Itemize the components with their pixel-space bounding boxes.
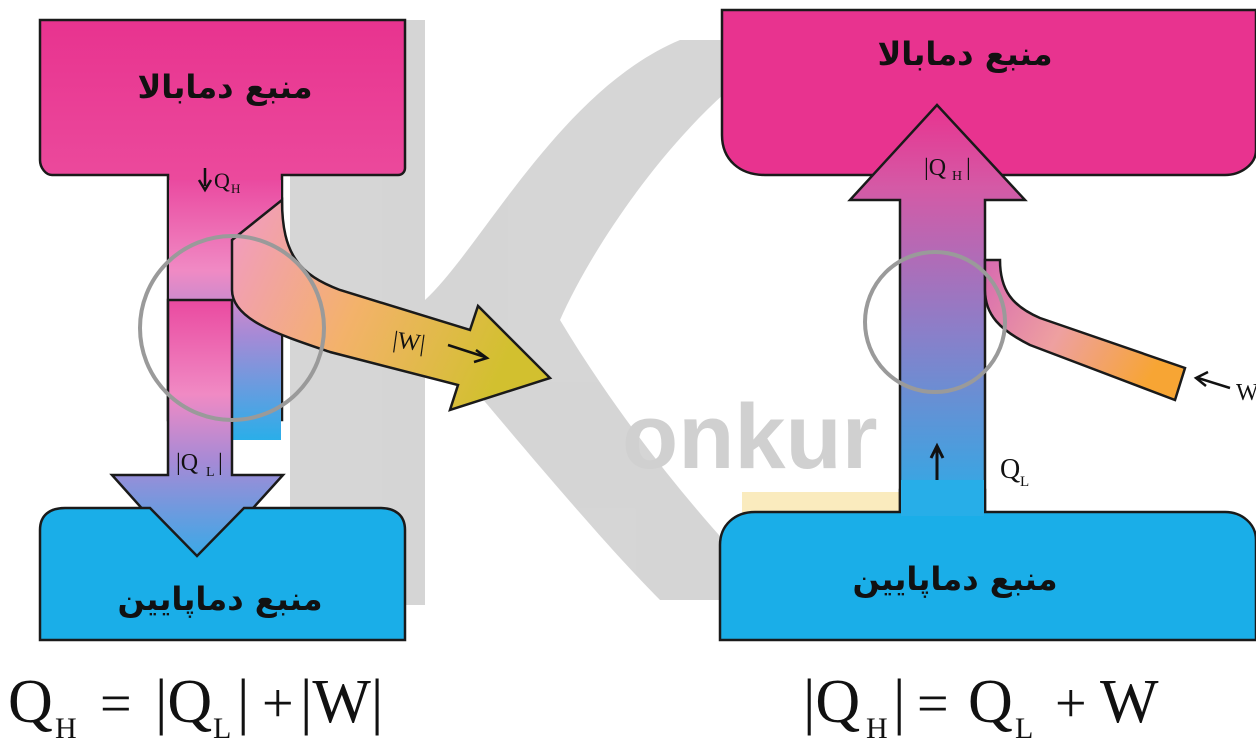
engine-equation: Q H = |Q L | + |W|	[8, 668, 383, 745]
engine-eq-lhs-sub: H	[55, 712, 77, 745]
fridge-cold-reservoir	[718, 488, 1256, 642]
fridge-eq-equals: =	[917, 673, 949, 735]
fridge-cold-reservoir-label: منبع دماپایین	[852, 560, 1057, 598]
engine-ql-text: |Q	[176, 450, 198, 476]
fridge-eq-lhs-sub: H	[866, 712, 888, 745]
watermark-k-leg	[425, 40, 800, 600]
engine-qh-down-arrow-icon	[197, 168, 213, 193]
engine-cold-reservoir	[38, 506, 407, 642]
engine-ql-close: |	[218, 450, 223, 476]
engine-work-arrow	[230, 197, 553, 412]
engine-eq-rhs-b: |W|	[300, 668, 383, 736]
engine-w-label: |W|	[391, 327, 490, 364]
engine-w-text: |W|	[391, 327, 427, 357]
fridge-w-arrow-icon	[1193, 370, 1231, 390]
fridge-ql-text: Q	[1000, 454, 1020, 485]
engine-eq-plus: +	[262, 673, 294, 735]
heat-engine-diagram: منبع دمابالا منبع دماپایین Q H |Q L | |W…	[38, 18, 553, 642]
refrigerator-diagram: منبع دمابالا منبع دماپایین |Q H | Q L W	[718, 8, 1256, 642]
engine-ql-label: |Q L |	[176, 450, 223, 480]
engine-eq-rhs-a: |Q	[155, 668, 212, 736]
fridge-qh-close: |	[966, 155, 971, 181]
engine-eq-rhs-a-sub: L	[213, 712, 231, 745]
fridge-eq-rhs-a: Q	[968, 668, 1013, 736]
fridge-eq-lhs-close: |	[893, 668, 905, 736]
fridge-circle	[863, 250, 1007, 394]
fridge-eq-lhs: |Q	[803, 668, 860, 736]
engine-w-arrow-icon	[447, 343, 490, 364]
fridge-w-text: W	[1236, 380, 1256, 406]
engine-circle	[138, 234, 326, 422]
fridge-ql-label: Q L	[929, 442, 1029, 490]
fridge-stem-fill	[901, 480, 984, 516]
fridge-qh-arrow	[847, 103, 1028, 522]
engine-ql-sub: L	[206, 465, 215, 480]
fridge-qh-text: |Q	[924, 155, 946, 181]
fridge-w-label: W	[1193, 370, 1256, 406]
engine-hot-reservoir-label: منبع دمابالا	[137, 68, 312, 106]
fridge-ql-sub: L	[1020, 474, 1029, 490]
watermark-word-onkur: onkur	[622, 386, 878, 488]
fridge-eq-plus: +	[1055, 673, 1087, 735]
engine-eq-lhs: Q	[8, 668, 53, 736]
engine-qh-text: Q	[214, 168, 230, 193]
fridge-work-arrow	[983, 258, 1187, 402]
engine-cold-reservoir-label: منبع دماپایین	[117, 580, 322, 618]
fridge-eq-rhs-a-sub: L	[1015, 712, 1033, 745]
fridge-eq-rhs-b: W	[1100, 668, 1159, 736]
fridge-qh-label: |Q H |	[924, 155, 971, 184]
engine-eq-equals: =	[100, 673, 132, 735]
engine-qh-label: Q H	[197, 168, 240, 196]
fridge-hot-reservoir-label: منبع دمابالا	[877, 35, 1052, 73]
engine-eq-rhs-a-close: |	[237, 668, 249, 736]
engine-qh-sub: H	[231, 181, 240, 196]
fridge-ql-up-arrow-icon	[929, 442, 945, 480]
fridge-equation: |Q H | = Q L + W	[803, 668, 1159, 745]
fridge-qh-sub: H	[952, 169, 962, 184]
